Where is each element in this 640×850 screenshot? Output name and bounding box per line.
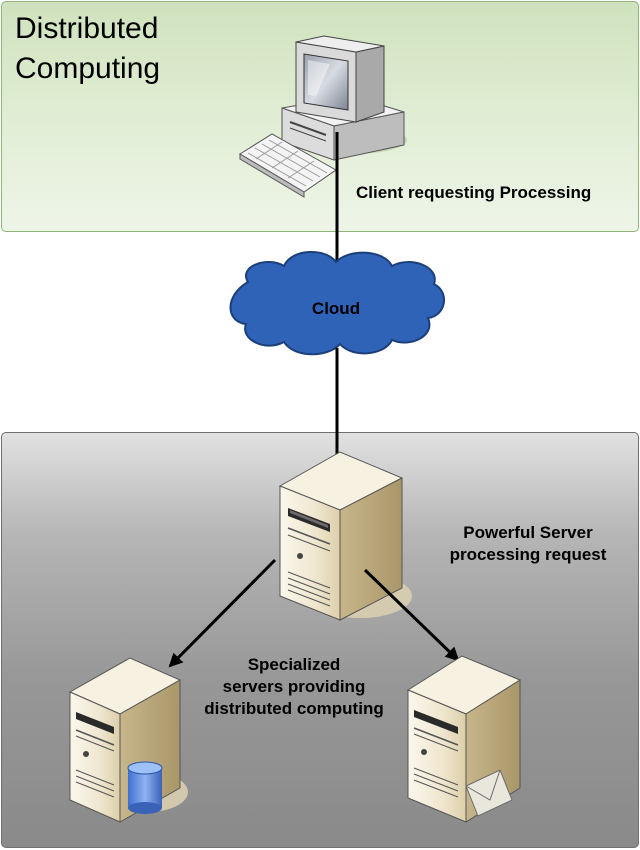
mail-server-icon: [406, 655, 522, 823]
cloud-label: Cloud: [311, 299, 361, 318]
envelope-icon: [465, 769, 513, 817]
diagram-title: Distributed Computing: [15, 9, 160, 89]
specialized-servers-label: Specialized servers providing distribute…: [184, 654, 404, 720]
database-server-icon: [68, 657, 188, 823]
title-line-1: Distributed: [15, 12, 159, 45]
server-label: Powerful Server processing request: [428, 522, 628, 566]
arrow-server-to-db-server: [168, 558, 277, 668]
specialized-label-line-1: Specialized: [247, 655, 341, 674]
desktop-computer-icon: [239, 35, 407, 198]
specialized-label-line-2: servers providing: [222, 677, 366, 696]
specialized-label-line-3: distributed computing: [204, 699, 384, 718]
server-label-line-2: processing request: [449, 545, 607, 564]
arrow-server-to-mail-server: [363, 568, 460, 662]
server-label-line-1: Powerful Server: [463, 523, 593, 542]
cloud-icon: [229, 250, 445, 356]
client-label: Client requesting Processing: [356, 183, 592, 202]
database-icon: [127, 761, 163, 814]
tower-server-icon: [278, 451, 412, 621]
title-line-2: Computing: [15, 52, 161, 85]
